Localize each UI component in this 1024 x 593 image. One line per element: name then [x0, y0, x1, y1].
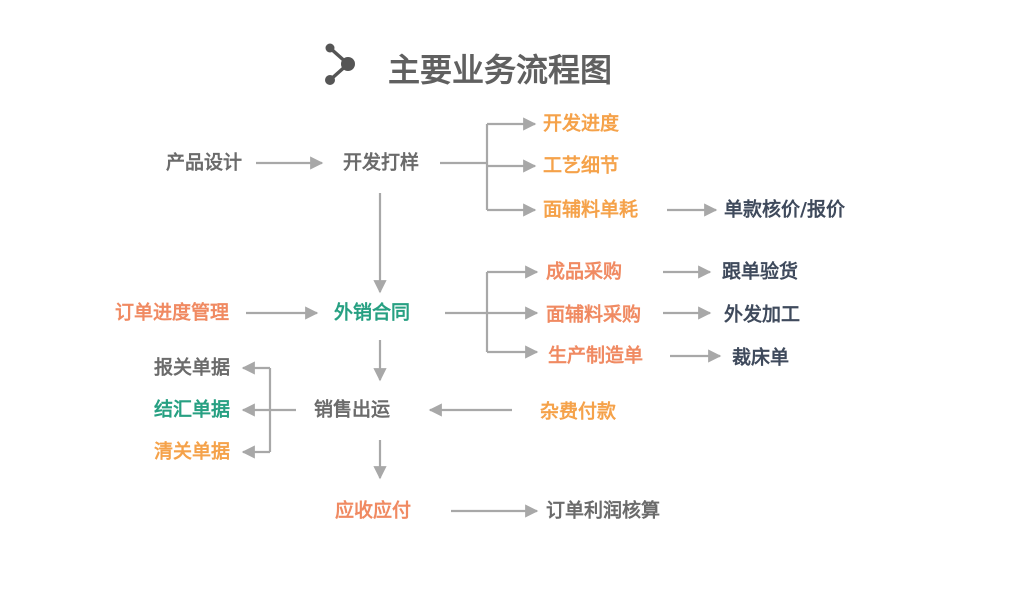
page-title: 主要业务流程图 [388, 51, 613, 89]
node-sample-making: 开发打样 [342, 151, 420, 174]
node-production-order: 生产制造单 [548, 344, 644, 367]
node-sales-shipment: 销售出运 [313, 398, 391, 421]
share-icon [325, 43, 355, 85]
node-material-consumption: 面辅料单耗 [543, 198, 639, 221]
node-customs-clearance: 清关单据 [153, 440, 230, 463]
node-costing-quote: 单款核价/报价 [724, 198, 845, 221]
node-follow-inspection: 跟单验货 [722, 260, 799, 283]
node-material-purchase: 面辅料采购 [546, 303, 642, 326]
node-export-contract: 外销合同 [333, 301, 411, 324]
node-fx-settlement: 结汇单据 [153, 398, 230, 421]
node-receivable-payable: 应收应付 [334, 499, 412, 522]
node-craft-details: 工艺细节 [543, 154, 620, 177]
node-customs-declaration: 报关单据 [153, 356, 230, 379]
node-order-profit: 订单利润核算 [546, 499, 661, 522]
node-cutting-order: 裁床单 [732, 346, 790, 369]
node-misc-payment: 杂费付款 [540, 400, 617, 423]
node-product-design: 产品设计 [165, 151, 243, 174]
node-order-progress: 订单进度管理 [114, 301, 230, 324]
node-finished-purchase: 成品采购 [546, 260, 623, 283]
node-outsourcing: 外发加工 [724, 303, 801, 326]
node-dev-progress: 开发进度 [543, 112, 620, 135]
